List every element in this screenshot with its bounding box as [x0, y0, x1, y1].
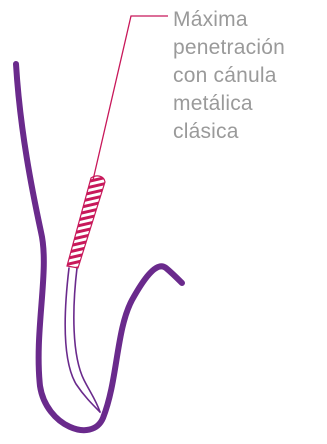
caption-line-4: metálica — [173, 90, 323, 118]
caption-line-1: Máxima — [173, 6, 323, 34]
caption-text: Máxima penetración con cánula metálica c… — [173, 6, 323, 146]
cannula-shaft-left — [65, 268, 100, 412]
tissue-contour — [16, 64, 182, 430]
caption-line-2: penetración — [173, 34, 323, 62]
cannula-stripe — [60, 248, 112, 260]
caption-line-3: con cánula — [173, 62, 323, 90]
caption-line-5: clásica — [173, 118, 323, 146]
cannula-shaft-right — [74, 268, 100, 412]
caption-leader-line — [93, 16, 168, 180]
